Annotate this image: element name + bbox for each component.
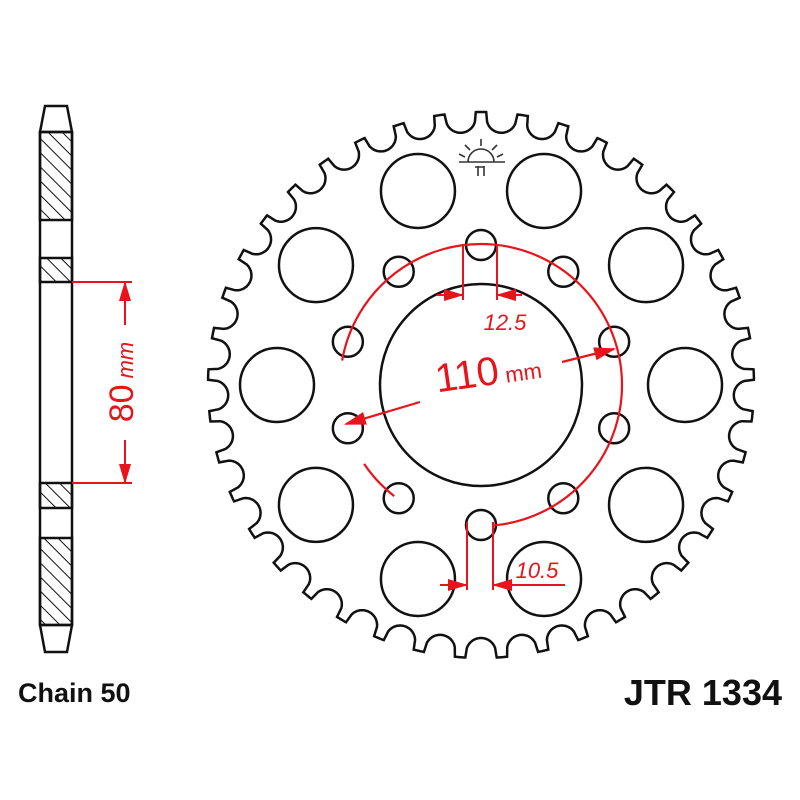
- holes-group: [238, 152, 724, 618]
- lightening-hole: [277, 466, 355, 544]
- bolt-hole: [382, 482, 415, 515]
- lightening-hole: [277, 226, 355, 304]
- hatched-section: [38, 536, 74, 627]
- pcd-diameter-line: [343, 347, 617, 426]
- lightening-hole: [607, 226, 685, 304]
- bolt-hole-dimension: [437, 244, 522, 301]
- lightening-hole: [379, 540, 457, 618]
- lightening-hole: [238, 346, 316, 424]
- chain-label: Chain 50: [18, 678, 131, 708]
- pcd-dimension-arc: [363, 463, 395, 497]
- part-number: JTR 1334: [623, 672, 782, 713]
- pcd-dimension-label: 110mm: [432, 343, 544, 401]
- slot-dimension: [440, 522, 565, 591]
- hatched-section: [38, 481, 74, 510]
- slot-dimension-label: 10.5: [516, 558, 560, 583]
- bolt-hole: [331, 412, 365, 445]
- side-profile: [38, 104, 74, 654]
- rising-sun-icon: [458, 139, 505, 176]
- center-bore: [378, 282, 584, 488]
- lightening-hole: [379, 152, 457, 230]
- lightening-hole: [505, 152, 583, 230]
- bolt-hole-dimension-label: 12.5: [484, 310, 528, 335]
- hatched-section: [38, 130, 74, 222]
- bolt-hole: [464, 508, 498, 542]
- lightening-hole: [607, 466, 685, 544]
- lightening-hole: [646, 346, 724, 424]
- pcd-dimension-arc: [341, 242, 624, 527]
- offset-dimension: [72, 281, 132, 484]
- hatched-section: [38, 256, 74, 284]
- offset-dimension-label: 80mm: [103, 342, 141, 422]
